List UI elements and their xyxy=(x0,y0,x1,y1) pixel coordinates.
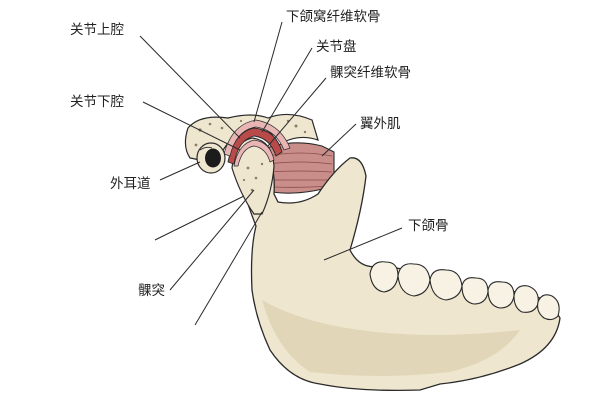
teeth xyxy=(369,261,560,321)
leader-disc xyxy=(261,47,313,133)
condyle-cartilage xyxy=(233,139,275,167)
incisor xyxy=(537,294,560,321)
label-mandible: 下颌骨 xyxy=(408,218,449,234)
label-superior-joint-cavity: 关节上腔 xyxy=(70,22,124,38)
label-articular-disc: 关节盘 xyxy=(316,39,357,55)
label-condyle: 髁突 xyxy=(138,283,165,299)
auditory-canal-rim xyxy=(199,146,213,151)
leader-condyle xyxy=(169,189,255,291)
leader-condyle-cartilage xyxy=(267,77,327,147)
leader-pterygoid xyxy=(321,123,357,157)
label-mandibular-fossa-fibrocartilage: 下颌窝纤维软骨 xyxy=(286,9,381,25)
leader-fossa-cartilage xyxy=(253,21,283,123)
leader-extra-1 xyxy=(154,195,245,241)
premolar-2 xyxy=(487,281,515,309)
leader-lines xyxy=(139,21,403,326)
canine xyxy=(513,285,539,313)
leader-inferior-cavity xyxy=(142,101,241,151)
leader-auditory xyxy=(159,161,201,181)
condyle-texture xyxy=(242,162,264,192)
premolar-1 xyxy=(461,277,489,305)
leader-extra-2 xyxy=(194,211,263,326)
fossa-cartilage xyxy=(223,119,291,157)
label-pterygoid-muscle: 翼外肌 xyxy=(360,116,401,132)
articular-disc xyxy=(227,127,283,165)
mandible-shading xyxy=(262,300,520,376)
label-inferior-joint-cavity: 关节下腔 xyxy=(70,94,124,110)
label-external-auditory-canal: 外耳道 xyxy=(110,176,151,192)
leader-mandible xyxy=(323,227,403,261)
auditory-canal-inner xyxy=(205,148,221,168)
leader-superior-cavity xyxy=(139,35,241,139)
label-condyle-fibrocartilage: 髁突纤维软骨 xyxy=(330,65,411,81)
